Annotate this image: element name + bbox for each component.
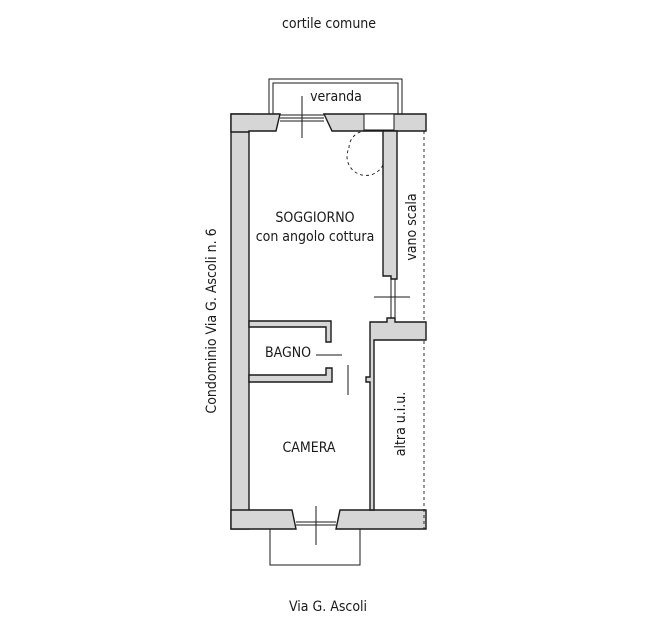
front-balcony (269, 528, 361, 566)
top-window (280, 96, 324, 138)
label-angolo-cottura: con angolo cottura (256, 229, 375, 245)
partition-other-unit (365, 317, 427, 511)
label-bagno: BAGNO (265, 345, 311, 361)
label-condominio: Condominio Via G. Ascoli n. 6 (204, 228, 220, 413)
label-veranda: veranda (310, 89, 362, 105)
label-vano-scala: vano scala (404, 193, 420, 260)
bottom-window (296, 506, 336, 545)
veranda-door (346, 113, 395, 176)
label-soggiorno: SOGGIORNO (275, 210, 354, 226)
label-via-ascoli: Via G. Ascoli (289, 599, 367, 615)
label-cortile: cortile comune (282, 16, 376, 32)
bathroom-walls (248, 320, 349, 395)
outer-walls (230, 113, 427, 530)
label-camera: CAMERA (282, 440, 335, 456)
label-altra-uiu: altra u.i.u. (393, 392, 409, 457)
